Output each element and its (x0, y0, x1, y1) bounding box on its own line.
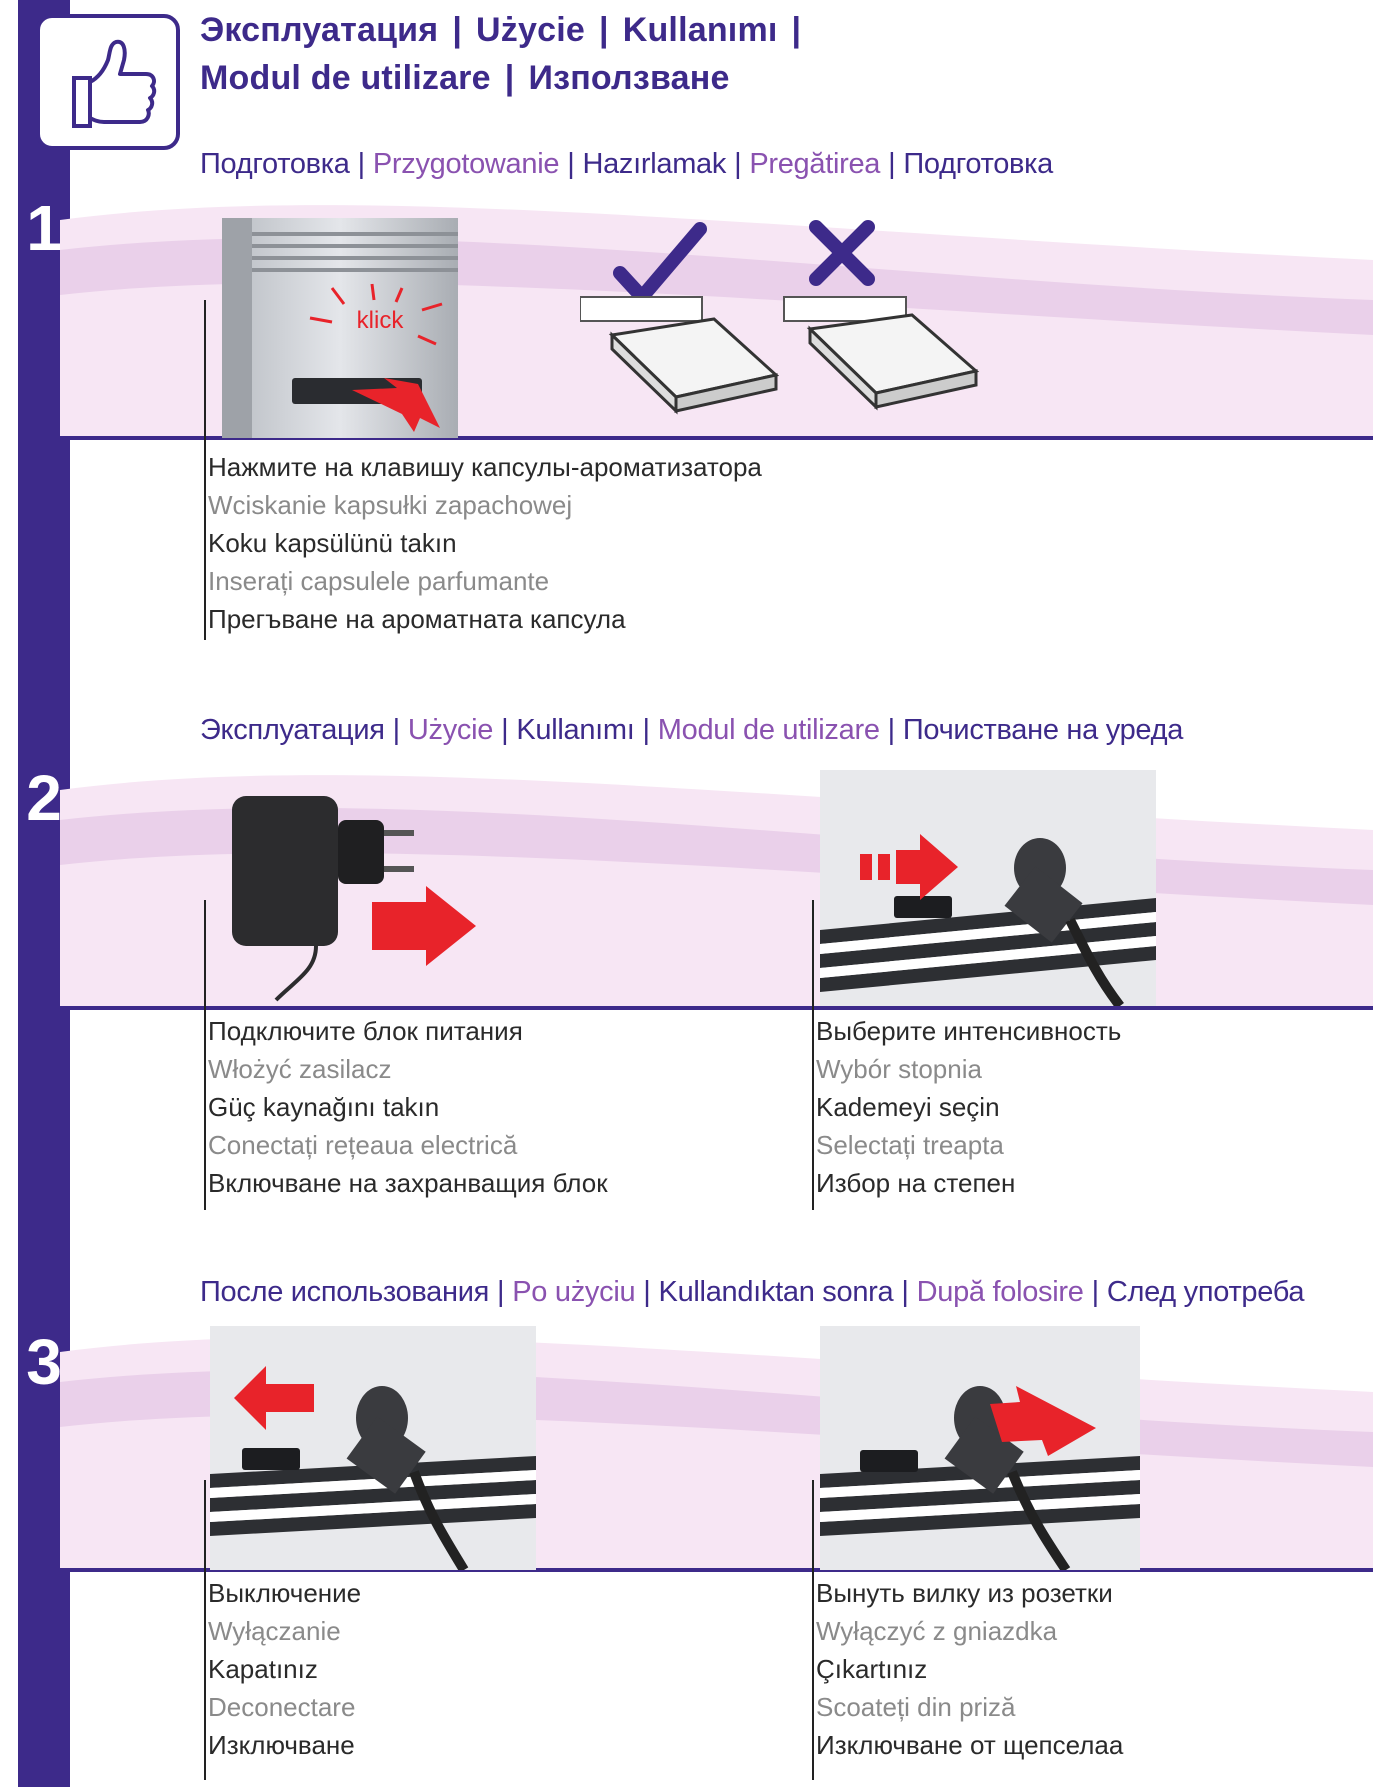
thumbs-up-icon (72, 39, 157, 128)
unplug-image (820, 1326, 1140, 1570)
step-2-caption-left: Подключите блок питания Włożyć zasilacz … (208, 1016, 608, 1198)
power-adapter-image (232, 796, 476, 1002)
step-3-heading: После использования|Po użyciu|Kullandıkt… (200, 1276, 1305, 1308)
step-1-heading: Подготовка|Przygotowanie|Hazırlamak|Preg… (200, 148, 1054, 180)
step-3-right-divider (812, 1480, 814, 1780)
title-ro: Modul de utilizare (200, 59, 491, 97)
title-pl: Użycie (476, 11, 585, 49)
step-2-left-divider (204, 900, 206, 1210)
device-capsule-press-image: klick (222, 218, 458, 438)
intensity-switch-image (820, 770, 1156, 1006)
step-3-caption-left: Выключение Wyłączanie Kapatınız Deconect… (208, 1578, 362, 1760)
step-2-heading: Эксплуатация|Użycie|Kullanımı|Modul de u… (200, 714, 1184, 746)
step-3-caption-right: Вынуть вилку из розетки Wyłączyć z gniaz… (816, 1578, 1124, 1760)
title-ru: Эксплуатация (200, 11, 439, 49)
switch-off-image (210, 1326, 536, 1570)
step-3-left-divider (204, 1480, 206, 1780)
step-1-caption: Нажмите на клавишу капсулы-ароматизатора… (208, 452, 762, 634)
step-number-2: 2 (26, 762, 62, 834)
klick-label: klick (357, 307, 405, 334)
capsule-wrong-image (783, 220, 980, 411)
title-tr: Kullanımı (622, 11, 778, 49)
step-number-3: 3 (26, 1326, 62, 1398)
page-title: Эксплуатация|Użycie|Kullanımı| Modul de … (200, 11, 802, 97)
capsule-correct-image (580, 222, 780, 415)
step-1-baseline (60, 436, 1373, 440)
thumbs-up-logo (36, 14, 180, 150)
step-1-divider (204, 300, 206, 640)
step-number-1: 1 (26, 192, 62, 264)
step-2-caption-right: Выберите интенсивность Wybór stopnia Kad… (816, 1016, 1122, 1198)
step-3-baseline (60, 1568, 1373, 1572)
title-bg: Използване (528, 59, 730, 97)
cross-icon (809, 220, 875, 286)
check-icon (613, 222, 707, 308)
step-2-right-divider (812, 900, 814, 1210)
step-2-baseline (60, 1006, 1373, 1010)
